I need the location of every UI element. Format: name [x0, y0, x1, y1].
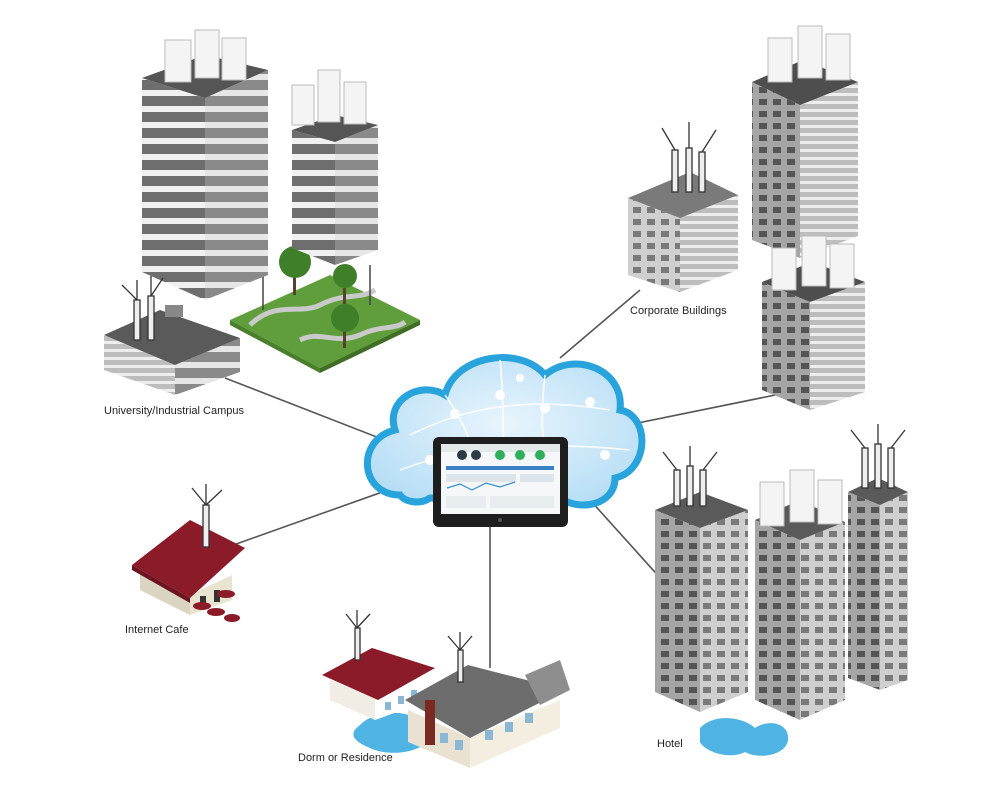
label-dorm-residence: Dorm or Residence	[298, 752, 393, 764]
park-lawn	[230, 275, 420, 368]
access-point-icon	[767, 25, 851, 83]
access-point-icon	[291, 69, 367, 126]
label-internet-cafe: Internet Cafe	[125, 624, 189, 636]
label-corporate-buildings: Corporate Buildings	[630, 305, 727, 317]
label-hotel: Hotel	[657, 738, 683, 750]
hotel-pool	[700, 718, 789, 756]
antenna-icon	[661, 122, 717, 193]
park-path	[248, 287, 407, 343]
tablet-dashboard-icon	[433, 437, 568, 527]
tree	[279, 246, 359, 348]
link-tower	[627, 391, 791, 426]
link-corporate	[559, 289, 641, 359]
link-campus	[224, 377, 406, 449]
campus-group	[104, 29, 420, 395]
corporate-tower-upper	[752, 82, 800, 258]
antenna-icon	[191, 484, 223, 548]
antenna-icon	[447, 632, 473, 683]
campus-tower-right	[205, 70, 268, 300]
cafe-group	[132, 484, 245, 622]
access-point-icon	[759, 469, 843, 527]
cafe-umbrellas	[193, 590, 240, 622]
access-point-icon	[164, 29, 247, 83]
campus-lowrise-left	[104, 335, 175, 395]
hotel-group	[655, 424, 908, 756]
label-university-campus: University/Industrial Campus	[104, 405, 244, 417]
antenna-icon	[345, 610, 371, 661]
dorm-group	[322, 610, 570, 768]
antenna-icon	[662, 446, 718, 507]
access-point-icon	[771, 235, 855, 291]
cafe-roof	[132, 520, 245, 598]
antenna-icon	[121, 276, 164, 341]
corporate-group	[628, 25, 865, 410]
campus-tower-left	[142, 78, 205, 300]
antenna-icon	[850, 424, 906, 489]
